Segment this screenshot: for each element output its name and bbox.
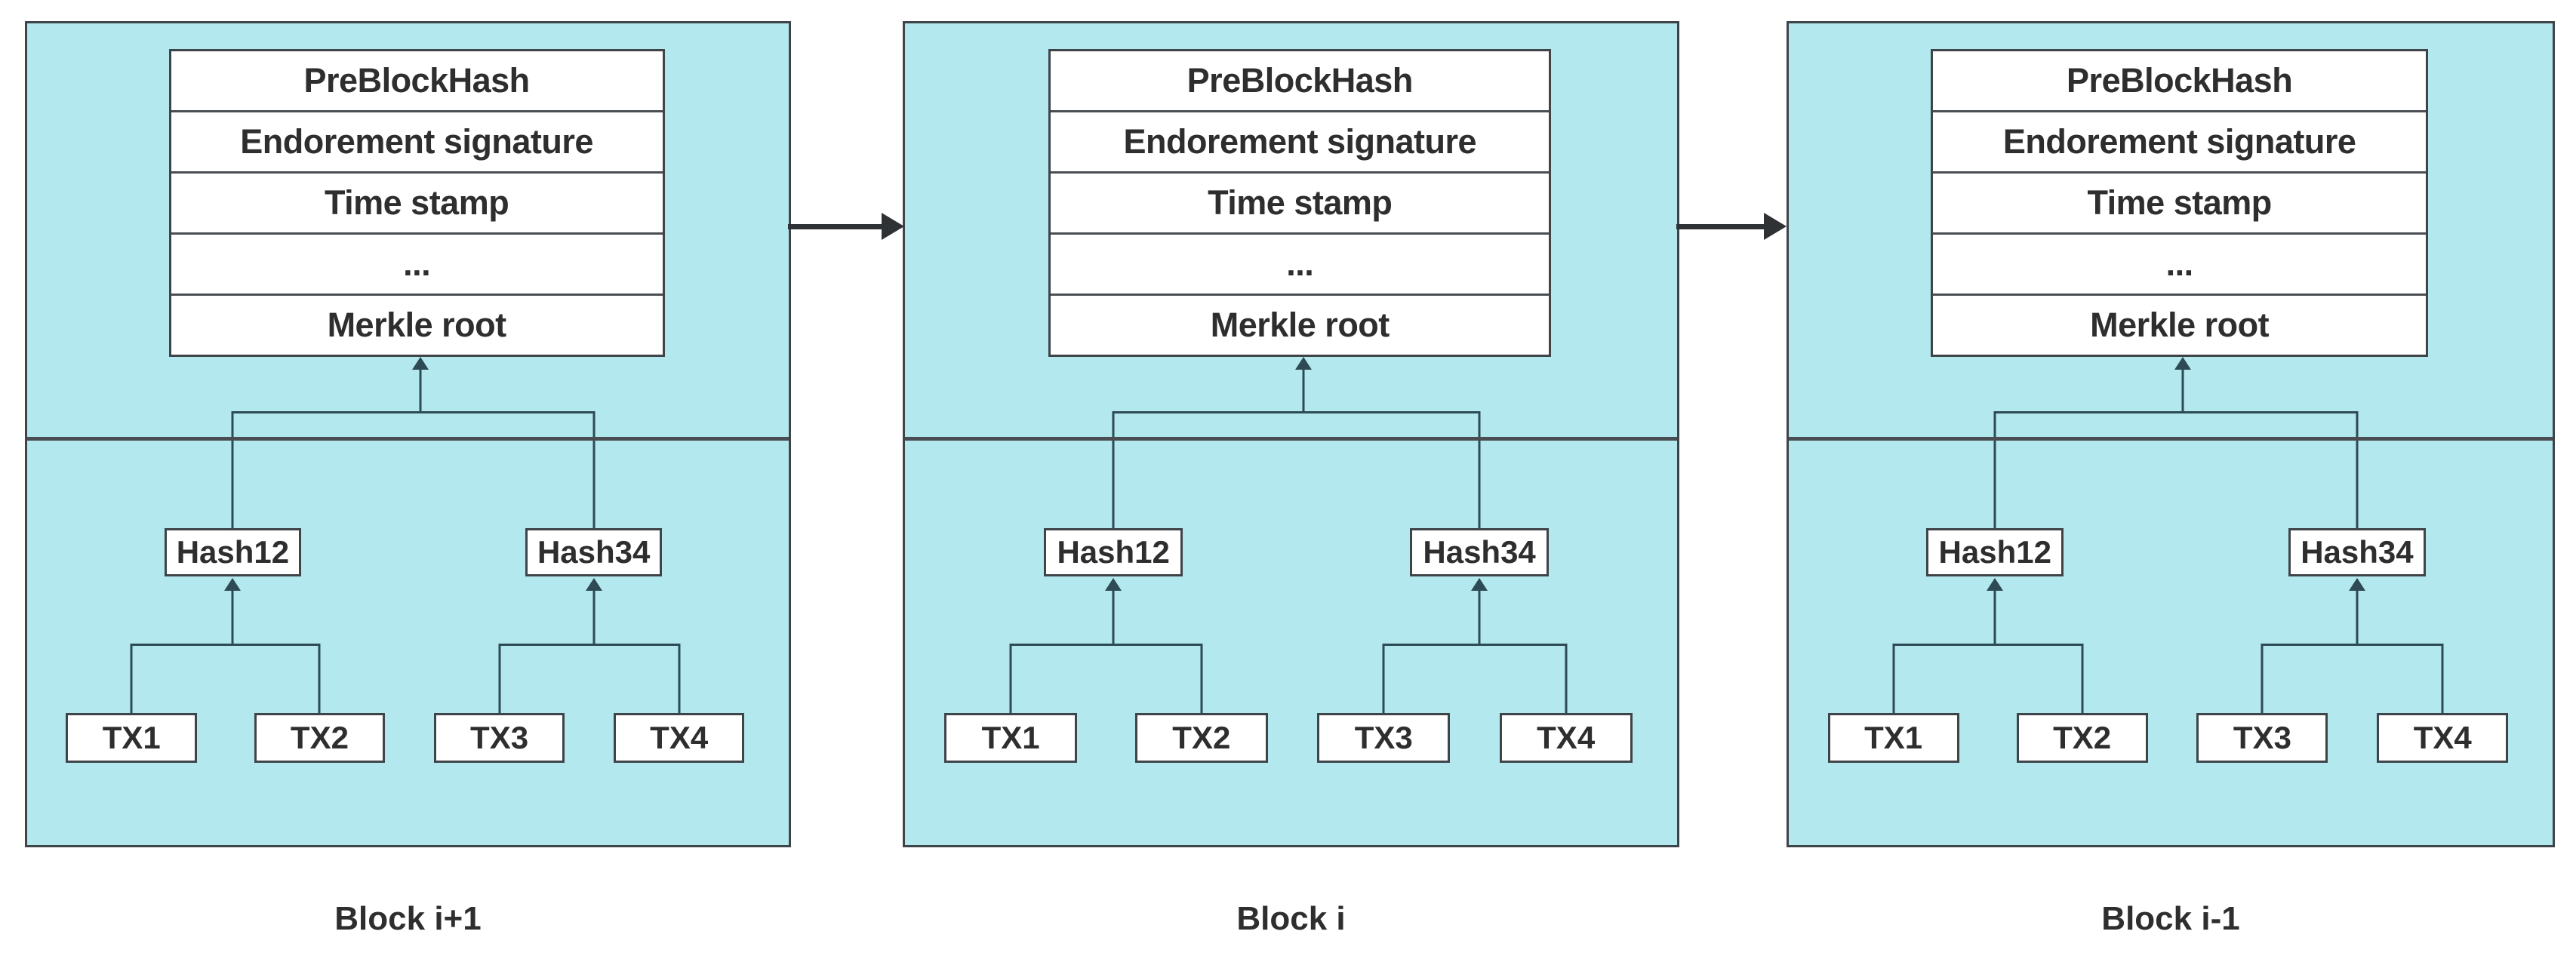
hash-join-connector	[232, 411, 594, 413]
block-link-line-2	[1676, 224, 1765, 229]
hash-join-connector	[1995, 411, 2357, 413]
hash12-box: Hash12	[1926, 528, 2064, 576]
merkle-root-arrowhead-icon	[2174, 357, 2192, 370]
header-row-merkle-root: Merkle root	[1933, 294, 2427, 355]
tx3-up-connector	[2261, 644, 2264, 715]
merkle-root-arrowhead-icon	[1294, 357, 1312, 370]
header-row-preblockhash: PreBlockHash	[2067, 61, 2293, 100]
header-row-ellipsis: ...	[171, 232, 663, 294]
tx34-join-connector	[1383, 644, 1566, 646]
block-label-i-minus-1: Block i-1	[2101, 899, 2240, 937]
tx3-box: TX3	[2196, 713, 2328, 763]
header-row-ellipsis: ...	[1051, 232, 1550, 294]
merkle-root-arrowhead-icon	[411, 357, 429, 370]
hash34-arrowhead-icon	[1471, 578, 1488, 591]
block-header-box: PreBlockHash Endorement signature Time s…	[1048, 49, 1552, 357]
merkle-root-connector	[2181, 368, 2184, 413]
tx34-to-hash34-connector	[592, 589, 596, 645]
block-label-i-plus-1: Block i+1	[334, 899, 482, 937]
hash34-arrowhead-icon	[585, 578, 602, 591]
block-link-line-1	[788, 224, 883, 229]
hash34-up-connector	[1478, 411, 1481, 530]
tx12-to-hash12-connector	[1112, 589, 1115, 645]
tx3-up-connector	[498, 644, 501, 715]
tx4-up-connector	[1565, 644, 1568, 715]
tx1-box: TX1	[944, 713, 1078, 763]
hash34-box: Hash34	[1410, 528, 1550, 576]
tx3-up-connector	[1382, 644, 1385, 715]
tx4-box: TX4	[1499, 713, 1633, 763]
header-row-merkle-root: Merkle root	[171, 294, 663, 355]
tx4-box: TX4	[613, 713, 745, 763]
block-header-box: PreBlockHash Endorement signature Time s…	[168, 49, 665, 357]
tx1-up-connector	[130, 644, 133, 715]
hash34-up-connector	[2356, 411, 2359, 530]
header-row-ellipsis: ...	[1933, 232, 2427, 294]
hash12-box: Hash12	[164, 528, 302, 576]
tx2-up-connector	[318, 644, 321, 715]
tx3-box: TX3	[1317, 713, 1451, 763]
block-section-divider	[1789, 437, 2553, 441]
tx4-up-connector	[2441, 644, 2444, 715]
block-1: PreBlockHash Endorement signature Time s…	[25, 21, 791, 847]
hash12-up-connector	[231, 411, 234, 530]
tx34-join-connector	[499, 644, 679, 646]
tx12-join-connector	[1893, 644, 2082, 646]
tx12-join-connector	[1011, 644, 1202, 646]
header-row-endorsement-signature: Endorement signature	[1051, 110, 1550, 171]
hash12-up-connector	[1112, 411, 1115, 530]
hash-join-connector	[1113, 411, 1480, 413]
block-3: PreBlockHash Endorement signature Time s…	[1787, 21, 2555, 847]
header-row-preblockhash: PreBlockHash	[1186, 61, 1414, 100]
hash34-box: Hash34	[2288, 528, 2426, 576]
header-row-time-stamp: Time stamp	[1933, 171, 2427, 232]
hash34-arrowhead-icon	[2348, 578, 2365, 591]
tx12-join-connector	[131, 644, 320, 646]
tx2-up-connector	[1200, 644, 1203, 715]
header-row-time-stamp: Time stamp	[171, 171, 663, 232]
tx34-to-hash34-connector	[1478, 589, 1481, 645]
header-row-endorsement-signature: Endorement signature	[1933, 110, 2427, 171]
header-row-merkle-root: Merkle root	[1051, 294, 1550, 355]
hash12-box: Hash12	[1044, 528, 1183, 576]
header-row-preblockhash: PreBlockHash	[303, 61, 531, 100]
header-row-time-stamp: Time stamp	[1051, 171, 1550, 232]
block-section-divider	[905, 437, 1677, 441]
block-label-i: Block i	[1236, 899, 1346, 937]
block-section-divider	[27, 437, 789, 441]
tx1-up-connector	[1009, 644, 1012, 715]
tx2-box: TX2	[2016, 713, 2148, 763]
tx1-box: TX1	[66, 713, 197, 763]
tx12-to-hash12-connector	[231, 589, 234, 645]
tx1-up-connector	[1892, 644, 1895, 715]
block-link-arrowhead-icon	[882, 213, 904, 240]
tx2-box: TX2	[1134, 713, 1268, 763]
tx3-box: TX3	[433, 713, 565, 763]
tx4-box: TX4	[2377, 713, 2509, 763]
header-row-endorsement-signature: Endorement signature	[171, 110, 663, 171]
tx2-box: TX2	[254, 713, 386, 763]
merkle-root-connector	[419, 368, 422, 413]
block-header-box: PreBlockHash Endorement signature Time s…	[1931, 49, 2429, 357]
tx4-up-connector	[678, 644, 681, 715]
hash12-arrowhead-icon	[1105, 578, 1122, 591]
block-link-arrowhead-icon	[1764, 213, 1787, 240]
hash12-arrowhead-icon	[224, 578, 242, 591]
tx2-up-connector	[2081, 644, 2084, 715]
block-2: PreBlockHash Endorement signature Time s…	[903, 21, 1679, 847]
hash34-up-connector	[592, 411, 596, 530]
merkle-root-connector	[1302, 368, 1305, 413]
hash12-up-connector	[1993, 411, 1996, 530]
tx12-to-hash12-connector	[1993, 589, 1996, 645]
tx34-join-connector	[2262, 644, 2443, 646]
tx34-to-hash34-connector	[2356, 589, 2359, 645]
tx1-box: TX1	[1827, 713, 1959, 763]
hash12-arrowhead-icon	[1987, 578, 2004, 591]
hash34-box: Hash34	[525, 528, 663, 576]
